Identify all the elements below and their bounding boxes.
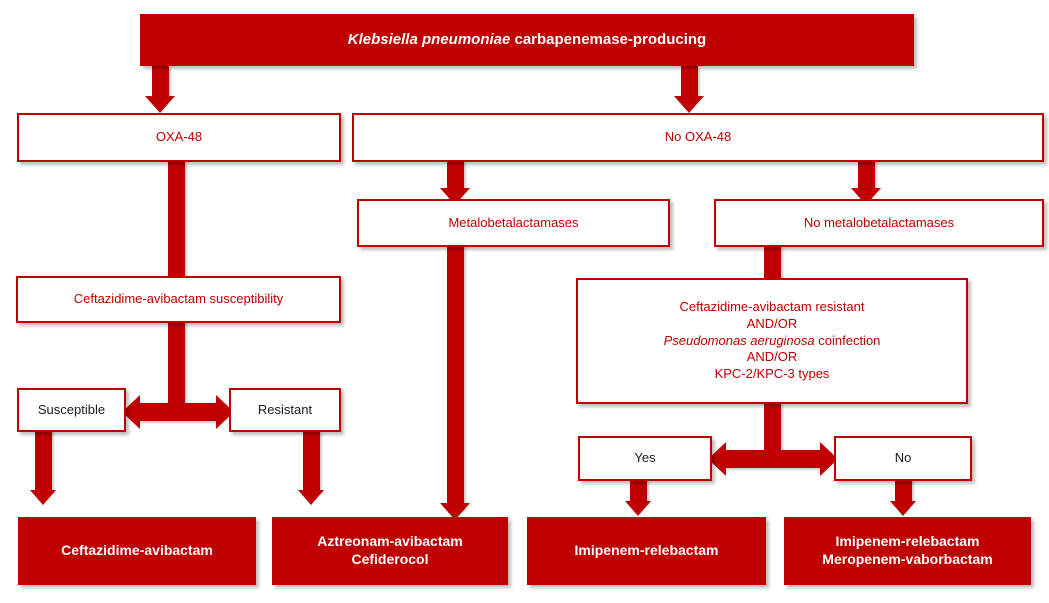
- node-result-imipenem-relebactam-label: Imipenem-relebactam: [574, 542, 719, 559]
- connector-resistant-to-result-arrowhead: [298, 490, 324, 505]
- node-no-oxa48: No OXA-48: [352, 113, 1044, 162]
- condition-line-3-italic: Pseudomonas aeruginosa: [663, 332, 815, 348]
- connector-title-to-oxa48-arrowhead: [145, 96, 175, 113]
- result-combo-line-2: Meropenem-vaborbactam: [822, 551, 993, 567]
- connector-oxa48-to-susceptibility: [168, 160, 185, 278]
- connector-susceptible-resistant-bidirectional: [122, 392, 234, 432]
- node-condition-criteria: Ceftazidime-avibactam resistant AND/OR P…: [576, 278, 968, 404]
- node-resistant: Resistant: [229, 388, 341, 432]
- result-aztreonam-line-2: Cefiderocol: [351, 551, 429, 567]
- connector-susceptibility-split-stem: [168, 321, 185, 411]
- node-yes: Yes: [578, 436, 712, 481]
- connector-nooxa-to-mbl-shaft: [447, 160, 464, 190]
- condition-line-3-rest: coinfection: [814, 332, 881, 348]
- node-yes-label: Yes: [634, 450, 656, 466]
- node-title-kpc: Klebsiella pneumoniae carbapenemase-prod…: [140, 14, 914, 66]
- condition-line-5: KPC-2/KPC-3 types: [714, 365, 830, 381]
- node-result-imipenem-meropenem: Imipenem-relebactam Meropenem-vaborbacta…: [784, 517, 1031, 585]
- connector-mbl-to-aztreonam-shaft: [447, 245, 464, 510]
- arrowhead-left: [708, 442, 726, 476]
- arrowhead-left: [122, 395, 140, 429]
- node-oxa48: OXA-48: [17, 113, 341, 162]
- result-aztreonam-line-1: Aztreonam-avibactam: [317, 533, 463, 550]
- node-no-metalobetalactamases-label: No metalobetalactamases: [803, 214, 955, 230]
- node-no-metalobetalactamases: No metalobetalactamases: [714, 199, 1044, 247]
- condition-line-4: AND/OR: [746, 349, 798, 365]
- connector-yes-no-bidirectional: [708, 439, 838, 479]
- node-no-label: No: [894, 450, 912, 466]
- connector-title-to-no-oxa48-shaft: [681, 66, 698, 98]
- connector-nooxa-to-nombl-shaft: [858, 160, 875, 190]
- node-caz-avi-susceptibility-label: Ceftazidime-avibactam susceptibility: [73, 291, 284, 307]
- connector-no-to-result-arrowhead: [890, 501, 916, 516]
- arrow-bar: [725, 450, 821, 468]
- connector-title-to-no-oxa48-arrowhead: [674, 96, 704, 113]
- title-italic-species: Klebsiella pneumoniae: [347, 31, 511, 49]
- connector-no-to-result-shaft: [895, 479, 912, 503]
- connector-condition-split-stem: [764, 402, 781, 460]
- node-metalobetalactamases-label: Metalobetalactamases: [448, 214, 579, 230]
- node-oxa48-label: OXA-48: [155, 129, 203, 145]
- node-no: No: [834, 436, 972, 481]
- node-caz-avi-susceptibility: Ceftazidime-avibactam susceptibility: [16, 276, 341, 323]
- arrowhead-right: [820, 442, 838, 476]
- connector-mbl-to-aztreonam-arrowhead: [440, 503, 470, 520]
- connector-susceptible-to-result-shaft: [35, 430, 52, 492]
- node-susceptible: Susceptible: [17, 388, 126, 432]
- node-metalobetalactamases: Metalobetalactamases: [357, 199, 670, 247]
- node-no-oxa48-label: No OXA-48: [664, 129, 732, 145]
- connector-yes-to-result-arrowhead: [625, 501, 651, 516]
- connector-yes-to-result-shaft: [630, 479, 647, 503]
- node-result-aztreonam-cefiderocol: Aztreonam-avibactam Cefiderocol: [272, 517, 508, 585]
- connector-title-to-oxa48-shaft: [152, 66, 169, 98]
- title-rest: carbapenemase-producing: [510, 31, 707, 49]
- condition-line-2: AND/OR: [746, 316, 798, 332]
- result-combo-line-1: Imipenem-relebactam: [835, 533, 980, 550]
- node-result-imipenem-relebactam: Imipenem-relebactam: [527, 517, 766, 585]
- node-resistant-label: Resistant: [257, 401, 313, 417]
- arrow-bar: [139, 403, 217, 421]
- condition-line-1: Ceftazidime-avibactam resistant: [679, 299, 865, 315]
- connector-nombl-to-condition: [764, 245, 781, 283]
- node-result-ceftazidime-avibactam-label: Ceftazidime-avibactam: [61, 542, 213, 559]
- connector-resistant-to-result-shaft: [303, 430, 320, 492]
- connector-susceptible-to-result-arrowhead: [30, 490, 56, 505]
- node-susceptible-label: Susceptible: [37, 401, 106, 417]
- node-result-ceftazidime-avibactam: Ceftazidime-avibactam: [18, 517, 256, 585]
